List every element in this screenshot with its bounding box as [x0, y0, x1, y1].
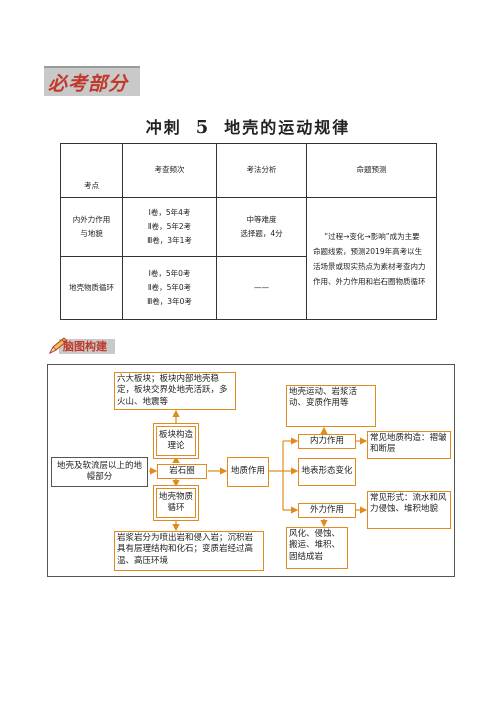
header-fenxi: 考法分析 [216, 143, 307, 198]
row1-pinci: Ⅰ卷，5年4考 Ⅱ卷，5年2考 Ⅲ卷，3年1考 [122, 197, 217, 257]
mindmap-banner-bar [59, 339, 115, 354]
exam-table: 考点 考查频次 考法分析 命题预测 内外力作用 与地貌 Ⅰ卷，5年4考 Ⅱ卷，5… [60, 143, 437, 320]
row1-fenxi: 中等难度 选择题，4分 [216, 197, 307, 257]
page-title: 冲刺 5 地壳的运动规律 [0, 114, 496, 138]
lithosphere-desc-box: 地壳及软流层以上的地幔部分 [51, 457, 148, 487]
title-text: 地壳的运动规律 [224, 118, 351, 137]
row2-pinci: Ⅰ卷，5年0考 Ⅱ卷，5年0考 Ⅲ卷，3年0考 [122, 256, 217, 320]
table-row: 内外力作用 与地貌 Ⅰ卷，5年4考 Ⅱ卷，5年2考 Ⅲ卷，3年1考 中等难度 选… [60, 197, 437, 320]
cycle-box: 地壳物质循环 [156, 488, 196, 518]
rocks-box: 岩浆岩分为喷出岩和侵入岩；沉积岩具有层理结构和化石；变质岩经过高温、高压环境 [114, 531, 264, 571]
landform-box: 地表形态变化 [298, 458, 356, 486]
connector-lines [149, 409, 368, 532]
lithosphere-box: 岩石圈 [157, 464, 207, 479]
structures-box: 常见地质构造：褶皱和断层 [367, 431, 451, 459]
row2-kaodian: 地壳物质循环 [60, 256, 123, 320]
section-banner-text: 必考部分 [48, 73, 129, 95]
geo-action-box: 地质作用 [227, 457, 269, 487]
mindmap-banner: 脑图构建 [47, 336, 115, 355]
prediction-cell: “过程→变化→影响”成为主要命题线索，预测2019年高考以生活场景或现实热点为素… [306, 197, 437, 320]
pencil-icon [48, 337, 68, 355]
title-prefix: 冲刺 [145, 118, 182, 137]
plates-box: 六大板块；板块内部地壳稳定，板块交界处地壳活跃，多火山、地震等 [114, 372, 236, 410]
internal-box: 内力作用 [298, 434, 356, 449]
mindmap-diagram: 六大板块；板块内部地壳稳定，板块交界处地壳活跃，多火山、地震等 板块构造理论 地… [47, 364, 455, 577]
row1-kaodian: 内外力作用 与地貌 [60, 197, 123, 257]
header-yuce: 命题预测 [306, 143, 437, 198]
row2-fenxi: —— [216, 256, 307, 320]
plate-theory-box: 板块构造理论 [156, 426, 196, 456]
header-pinci: 考查频次 [122, 143, 217, 198]
external-list-box: 风化、侵蚀、搬运、堆积、固结成岩 [286, 527, 348, 569]
external-box: 外力作用 [298, 503, 356, 518]
title-number: 5 [195, 117, 211, 138]
header-kaodian: 考点 [60, 143, 123, 198]
section-banner: 必考部分 [44, 66, 140, 96]
mindmap-banner-text: 脑图构建 [63, 340, 107, 353]
table-row: 地壳物质循环 Ⅰ卷，5年0考 Ⅱ卷，5年0考 Ⅲ卷，3年0考 —— [60, 256, 437, 320]
forms-box: 常见形式：流水和风力侵蚀、堆积地貌 [367, 491, 451, 529]
table-header-row: 考点 考查频次 考法分析 命题预测 [60, 143, 437, 198]
internal-list-box: 地壳运动、岩浆活动、变质作用等 [286, 385, 376, 427]
